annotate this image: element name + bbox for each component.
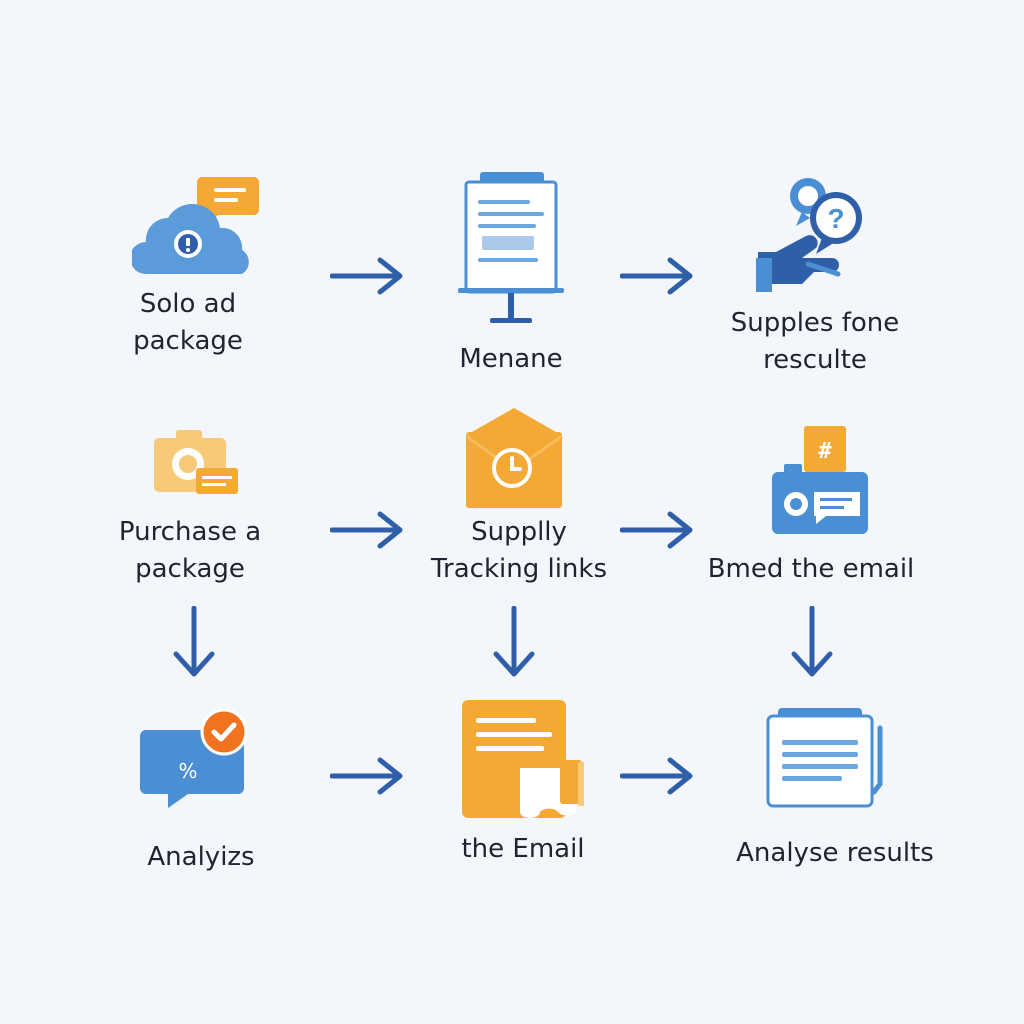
report-clipboard-icon [766, 708, 883, 808]
document-monitor-icon [458, 172, 564, 323]
arrow-right-icon [330, 511, 403, 549]
label-line: Analyse results [736, 838, 934, 868]
label-line: Solo ad [139, 289, 237, 319]
label-line: the Email [461, 834, 585, 864]
arrow-right-icon [620, 511, 693, 549]
cloud-chat-icon [132, 177, 259, 274]
node-label-analyzis: Analyizs [147, 839, 254, 876]
label-line: package [133, 326, 243, 356]
label-line: Purchase a [118, 517, 262, 547]
node-label-purchase-a-package: Purchase a package [119, 514, 261, 588]
node-label-supples-fone-resculte: Supples fone resculte [731, 305, 900, 379]
label-line: Supplly [471, 517, 567, 547]
arrow-down-icon [791, 606, 833, 677]
svg-text:?: ? [827, 203, 844, 234]
arrow-down-icon [493, 606, 535, 677]
arrow-right-icon [620, 257, 693, 295]
node-label-menane: Menane [459, 341, 562, 378]
label-line: resculte [763, 345, 867, 375]
label-line: Menane [459, 344, 563, 374]
node-label-the-email: the Email [461, 831, 584, 868]
label-line: package [135, 554, 245, 584]
arrow-right-icon [620, 757, 693, 795]
svg-text:%: % [178, 759, 197, 783]
node-label-bmed-the-email: Bmed the email [708, 551, 915, 588]
label-line: Supples fone [730, 308, 900, 338]
chat-check-icon: % [140, 708, 248, 808]
envelope-clock-icon [465, 408, 563, 508]
id-card-icon: # [772, 426, 868, 534]
node-label-solo-ad-package: Solo ad package [133, 286, 243, 360]
email-document-icon [462, 700, 584, 818]
label-line: Tracking links [430, 554, 608, 584]
label-line: Analyizs [147, 842, 255, 872]
node-label-analyse-results: Analyse results [736, 835, 934, 872]
arrow-right-icon [330, 257, 403, 295]
arrow-down-icon [173, 606, 215, 677]
label-line: Bmed the email [707, 554, 915, 584]
node-label-supplly-tracking-links: Supplly Tracking links [431, 514, 607, 588]
svg-text:#: # [818, 439, 832, 464]
arrow-right-icon [330, 757, 403, 795]
camera-card-icon [154, 430, 238, 494]
hand-question-icon: ? [756, 178, 862, 292]
